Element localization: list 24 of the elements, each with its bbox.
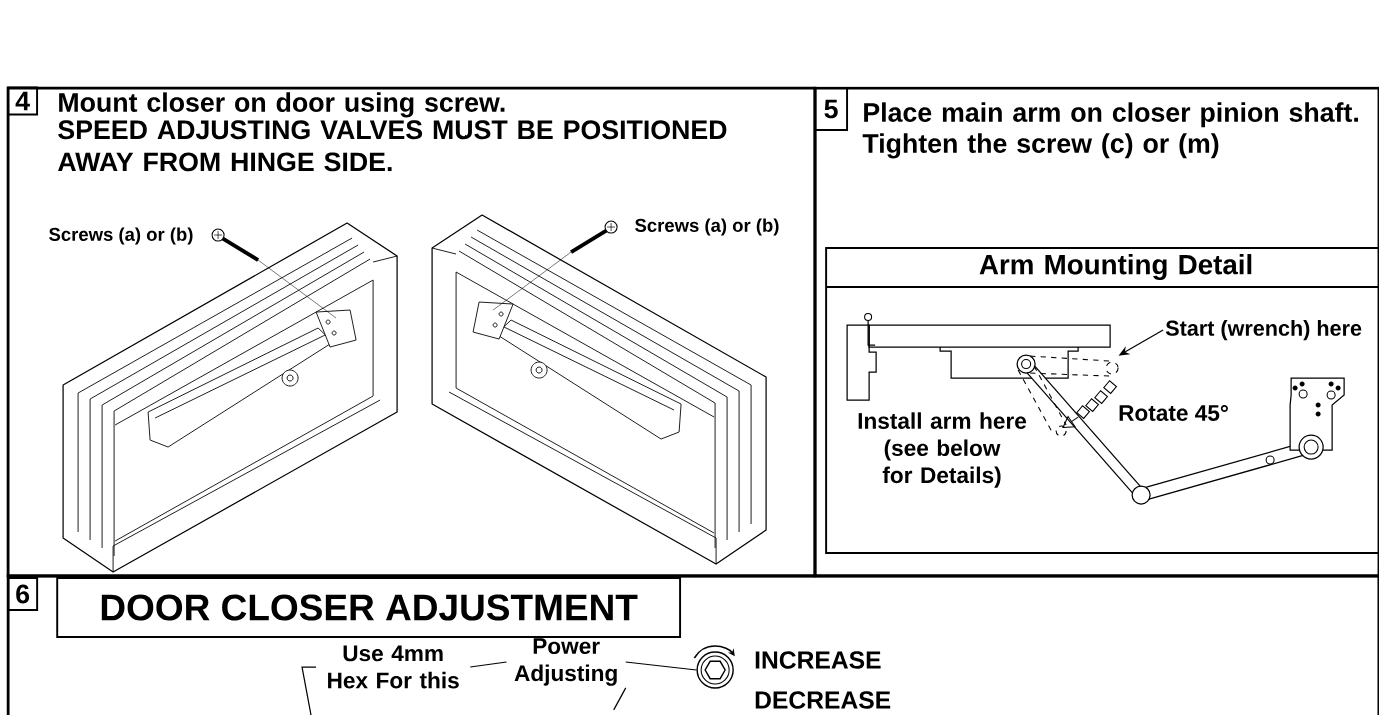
callout-text: Power Adjusting — [514, 638, 617, 686]
instruction-text: SPEED ADJUSTING VALVES MUST BE POSITIONED AWAY FROM HINGE SIDE. — [58, 120, 727, 172]
callout-text: Start (wrench) here — [1165, 320, 1362, 341]
part-label: Screws (a) or (b) — [49, 227, 193, 245]
section-title: DOOR CLOSER ADJUSTMENT — [56, 577, 682, 638]
leader-line — [625, 661, 698, 671]
instruction-text: Tighten the screw (c) or (m) — [862, 133, 1219, 159]
leader-line — [301, 666, 317, 715]
leader-line — [613, 687, 627, 711]
adjustment-label: INCREASE — [755, 651, 881, 669]
detail-title: Arm Mounting Detail — [979, 254, 1252, 280]
callout-text: Use 4mm Hex For this — [328, 645, 459, 689]
rotation-label: Rotate 45° — [1119, 405, 1228, 421]
hex-key-icon — [693, 645, 735, 689]
instruction-text: Mount closer on door using screw. — [59, 92, 505, 118]
adjustment-label: DECREASE — [755, 691, 891, 709]
instruction-note: Install arm here (see below for Details) — [858, 412, 1027, 488]
instruction-text: Place main arm on closer pinion shaft. — [864, 102, 1358, 128]
leader-line — [469, 661, 508, 668]
step-number: 5 — [814, 87, 849, 131]
step-panel — [6, 574, 1379, 715]
step-number: 4 — [7, 86, 39, 116]
part-label: Screws (a) or (b) — [635, 218, 779, 236]
step-number: 6 — [7, 577, 39, 611]
